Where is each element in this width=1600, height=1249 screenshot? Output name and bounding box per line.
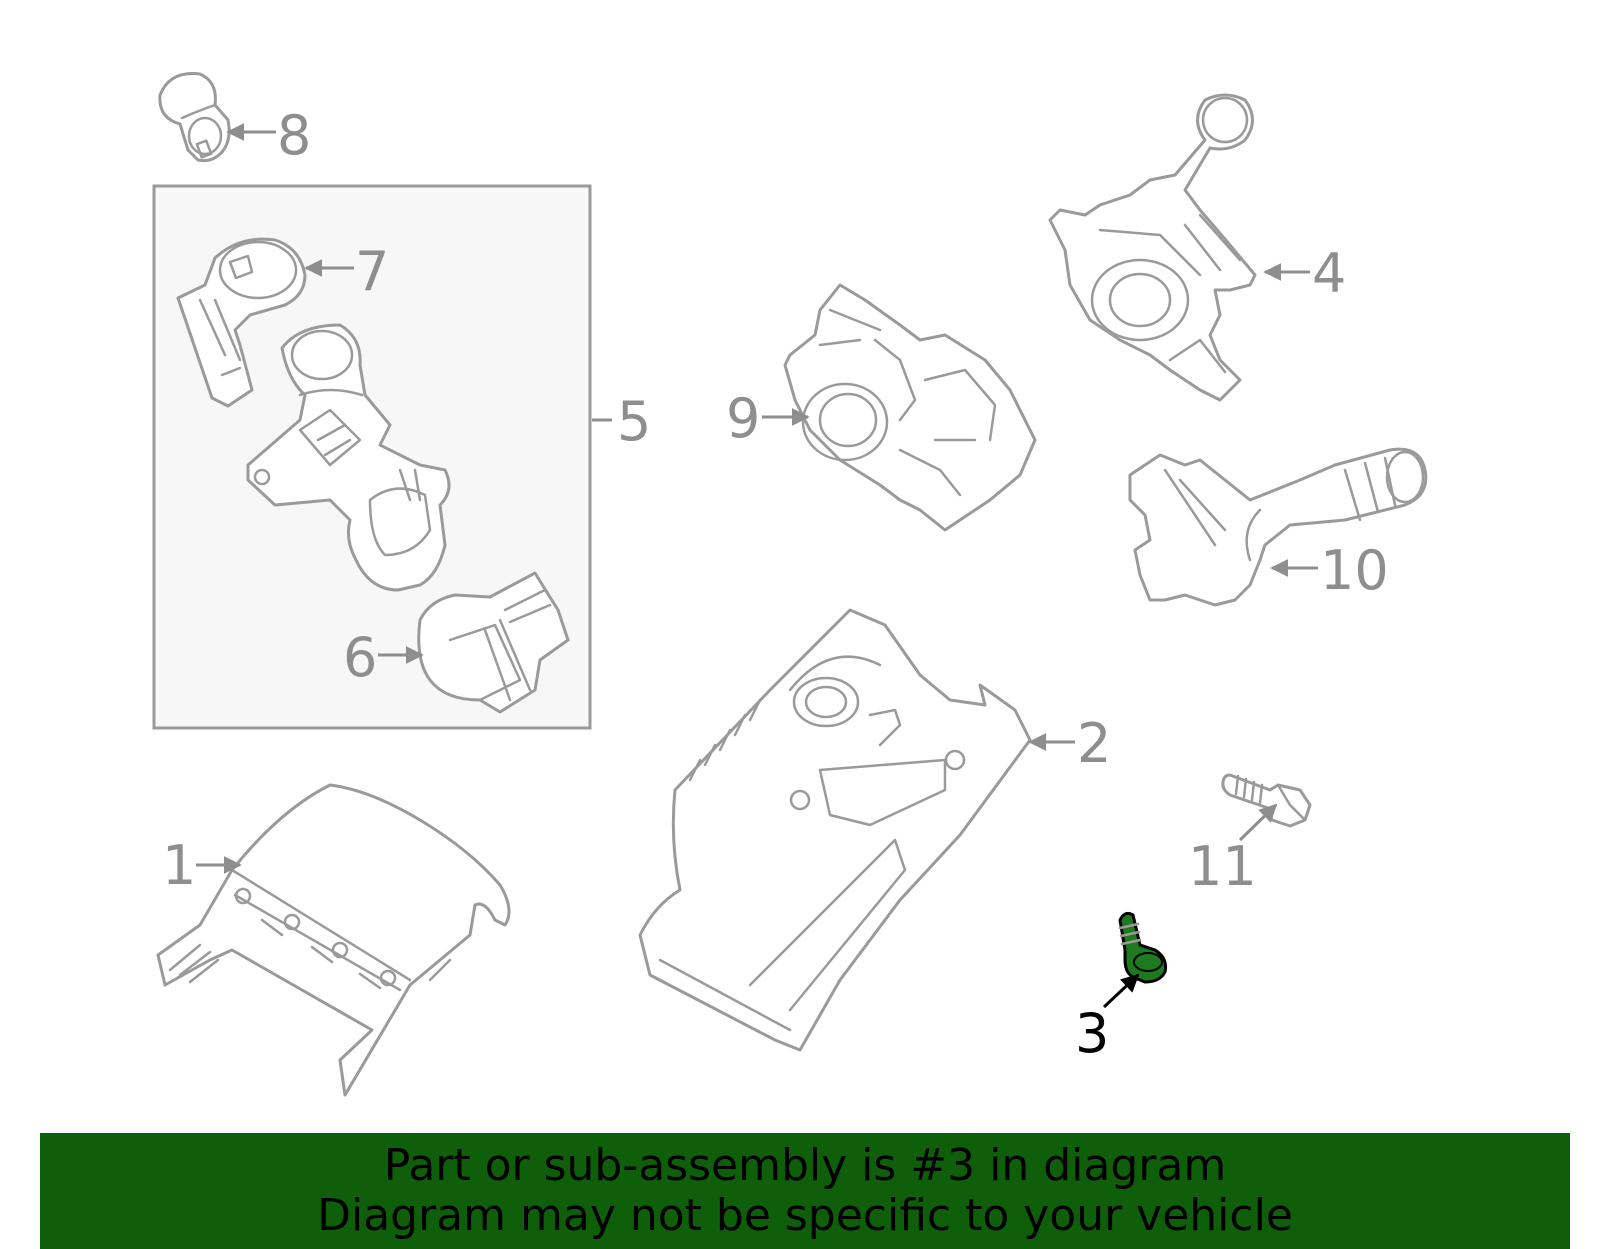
callout-9: 9: [726, 387, 760, 450]
info-banner: Part or sub-assembly is #3 in diagram Di…: [40, 1133, 1570, 1249]
callout-4: 4: [1312, 242, 1346, 305]
callout-10: 10: [1320, 539, 1389, 602]
callout-arrow-11: [1238, 803, 1278, 842]
callout-arrow-3: [1102, 973, 1140, 1009]
part-10-drawing: [1128, 447, 1428, 607]
lock-housing-drawing: [246, 323, 451, 592]
callout-6: 6: [343, 626, 377, 689]
callout-8: 8: [277, 104, 311, 167]
part-3-drawing: [1118, 911, 1167, 984]
part-6-drawing: [417, 571, 570, 714]
callout-1: 1: [162, 834, 196, 897]
part-7-drawing: [176, 237, 307, 408]
part-1-drawing: [156, 783, 511, 1097]
part-11-drawing: [1221, 773, 1312, 828]
callout-11: 11: [1188, 835, 1257, 898]
banner-line-1: Part or sub-assembly is #3 in diagram: [383, 1140, 1227, 1191]
callout-labels: 8 7 5 6 9 4 10 2 1 11 3: [162, 104, 1389, 1065]
callout-arrows: [196, 123, 1318, 1009]
part-2-drawing: [638, 608, 1032, 1052]
callout-3: 3: [1075, 1002, 1109, 1065]
part-4-drawing: [1048, 93, 1257, 402]
callout-5: 5: [617, 390, 651, 453]
callout-2: 2: [1077, 712, 1111, 775]
part-9-drawing: [783, 283, 1037, 532]
part-8-drawing: [158, 71, 231, 163]
banner-line-2: Diagram may not be specific to your vehi…: [317, 1190, 1293, 1241]
callout-7: 7: [355, 240, 389, 303]
